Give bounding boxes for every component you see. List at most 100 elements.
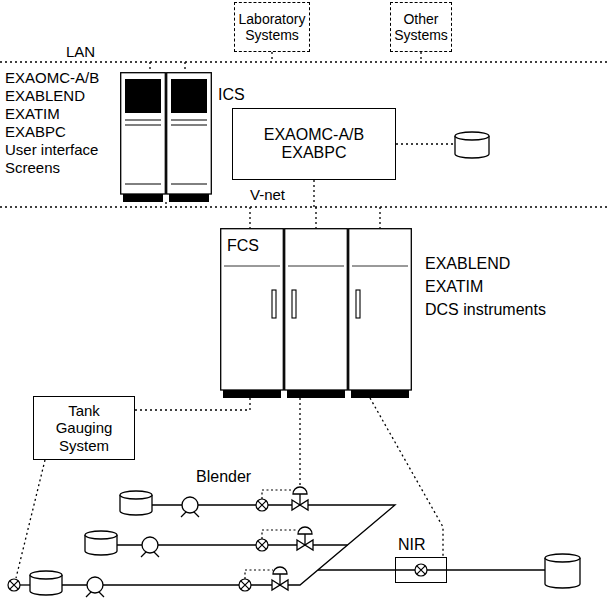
function-list-item: EXABLEND	[425, 255, 510, 273]
node-text: Tank Gauging System	[41, 402, 127, 454]
function-list-item: Screens	[5, 160, 60, 177]
cabinet-frame	[121, 73, 166, 194]
equipment-symbols	[8, 132, 580, 597]
panel-line	[224, 266, 280, 267]
drop-line	[313, 180, 314, 207]
drop-line	[165, 202, 166, 207]
meter-circle	[8, 579, 20, 591]
meter-circle	[256, 499, 268, 511]
function-list-item: EXABLEND	[5, 88, 85, 105]
section-label: Blender	[196, 468, 251, 486]
tank-top	[120, 491, 152, 499]
cabinet-base	[169, 194, 209, 202]
valve-actuator	[298, 527, 312, 534]
header-pipe	[62, 505, 395, 585]
connector-line	[135, 398, 250, 410]
meter-cross	[417, 566, 425, 574]
signal-connector	[370, 398, 443, 557]
external-system-box: Laboratory Systems	[234, 2, 310, 52]
cabinet-drawing	[120, 72, 212, 202]
drop-line	[271, 52, 272, 62]
nir-analyzer: NIR	[395, 557, 447, 583]
flow-meter-symbol	[256, 539, 268, 551]
valve-stem	[299, 494, 300, 505]
signal-line	[262, 490, 293, 499]
vnet-bus	[0, 206, 607, 207]
panel-line	[171, 184, 207, 185]
drop-line	[149, 62, 150, 72]
flow-meter-symbol	[256, 499, 268, 511]
signal-connector	[135, 398, 250, 410]
tank-top	[545, 554, 580, 562]
screen-panel	[171, 79, 207, 113]
panel-line	[352, 266, 408, 267]
door-handle	[356, 290, 360, 318]
function-list-item: EXABPC	[5, 124, 66, 141]
cabinet-base	[287, 390, 345, 398]
drop-line	[420, 52, 421, 62]
meter-circle	[239, 579, 251, 591]
cabinet-base	[223, 390, 281, 398]
meter-circle	[415, 564, 427, 576]
network-label: V-net	[250, 187, 285, 204]
valve-actuator	[273, 567, 287, 574]
door-handle	[272, 290, 276, 318]
door-handle	[292, 290, 296, 318]
signal-line	[245, 570, 273, 579]
pump-symbol	[86, 577, 104, 597]
flow-meter-symbol	[239, 579, 251, 591]
flow-meter-symbol	[415, 564, 427, 576]
pipes	[20, 505, 545, 585]
meter-cross	[10, 581, 18, 589]
cabinet-base	[123, 194, 163, 202]
meter-cross	[241, 581, 249, 589]
control-link	[299, 398, 300, 486]
pump-symbol	[181, 497, 199, 517]
flow-meter-symbol	[8, 579, 20, 591]
panel-line	[288, 266, 344, 267]
panel-line	[171, 120, 207, 121]
panel-line	[125, 125, 161, 126]
function-list-item: DCS instruments	[425, 301, 546, 319]
pump-body	[142, 537, 158, 553]
ics-cabinet: ICS	[120, 72, 212, 202]
control-valve-symbol	[297, 527, 313, 550]
panel-line	[125, 120, 161, 121]
tank-gauging-box: Tank Gauging System	[33, 396, 135, 460]
tank-symbol	[30, 571, 62, 595]
cabinet-frame	[167, 73, 212, 194]
panel-line	[171, 125, 207, 126]
screen-panel	[125, 79, 161, 113]
node-label: ICS	[218, 86, 245, 104]
function-list-item: User interface	[5, 142, 98, 159]
function-list-item: EXAOMC-A/B	[5, 70, 99, 87]
drop-line	[184, 62, 185, 72]
valve-actuator	[293, 487, 307, 494]
tank-symbol	[120, 491, 152, 515]
valve-stem	[279, 574, 280, 585]
cabinet-frame	[221, 229, 284, 390]
meter-cross	[258, 501, 266, 509]
node-label: NIR	[398, 536, 426, 554]
drop-line	[379, 207, 380, 228]
network-lines	[0, 52, 607, 578]
disk-symbol	[455, 132, 489, 158]
cabinet-frame	[349, 229, 412, 390]
panel-line	[125, 184, 161, 185]
tank-symbol	[85, 531, 117, 555]
meter-circle	[256, 539, 268, 551]
node-text: EXAOMC-A/B	[264, 126, 364, 144]
connector-line	[370, 398, 443, 557]
fcs-cabinet: FCS	[220, 228, 412, 398]
cabinet-base	[351, 390, 409, 398]
disk-top	[455, 132, 489, 140]
external-system-box: Other Systems	[390, 2, 452, 52]
cabinet-frame	[285, 229, 348, 390]
node-text: EXABPC	[282, 144, 347, 162]
drop-line	[315, 207, 316, 228]
server-box: EXAOMC-A/BEXABPC	[232, 108, 396, 180]
control-valve-symbol	[272, 567, 288, 590]
valve-stem	[304, 534, 305, 545]
meter-cross	[258, 541, 266, 549]
drop-line	[249, 207, 250, 228]
